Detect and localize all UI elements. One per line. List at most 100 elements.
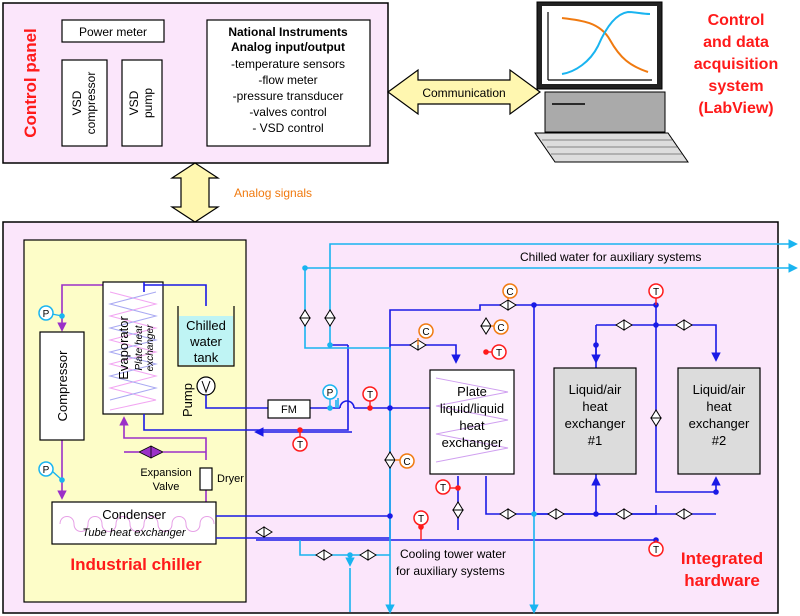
daq-title: Control and data acquisition system (Lab… — [694, 12, 778, 117]
pressure-sensor: P — [38, 461, 63, 481]
svg-text:C: C — [497, 323, 504, 334]
svg-text:T: T — [653, 287, 659, 298]
temperature-sensor: T — [413, 510, 429, 540]
hx2-label-line2: heat — [706, 399, 732, 414]
expansion-valve-label-line1: Expansion — [140, 467, 191, 479]
svg-text:C: C — [403, 457, 410, 468]
chilled-water-tank — [179, 316, 233, 365]
svg-text:VSD: VSD — [70, 90, 84, 115]
valve-icon — [480, 317, 492, 335]
svg-text:T: T — [440, 483, 446, 494]
pressure-sensor: P — [322, 384, 338, 408]
plate-hx-label-line1: Plate — [457, 384, 487, 399]
analog-signals-label: Analog signals — [234, 186, 312, 200]
svg-text:T: T — [297, 440, 303, 451]
temperature-sensor: T — [292, 430, 308, 452]
valve-icon — [324, 309, 336, 327]
valve-icon — [452, 501, 464, 519]
valve-icon — [615, 508, 633, 520]
condenser-coil — [59, 516, 215, 532]
evaporator-box — [102, 281, 164, 415]
svg-text:T: T — [496, 348, 502, 359]
svg-text:Plate heat: Plate heat — [134, 324, 145, 370]
temperature-sensor: T — [362, 386, 378, 408]
ni-io-box — [206, 19, 371, 147]
control-sensor: C — [395, 453, 415, 469]
valve-icon — [359, 549, 377, 561]
liquid-air-hx1-box — [553, 367, 637, 475]
dryer-icon — [199, 467, 213, 491]
analog-signals-arrow — [169, 162, 221, 223]
condenser-label: Condenser — [102, 507, 166, 522]
liquid-air-hx2-box — [677, 367, 761, 475]
svg-text:acquisition: acquisition — [694, 56, 778, 73]
chilled-water-aux-label: Chilled water for auxiliary systems — [520, 250, 701, 264]
flow-meter-label: FM — [281, 404, 297, 416]
control-sensor: C — [417, 323, 434, 345]
valve-icon — [384, 451, 396, 469]
svg-text:P: P — [327, 388, 334, 399]
communication-arrow — [386, 68, 542, 116]
hx2-label-line3: exchanger — [689, 416, 750, 431]
power-meter-label: Power meter — [79, 25, 147, 39]
vsd-compressor-label: VSD compressor — [70, 72, 98, 135]
svg-text:system: system — [708, 78, 763, 95]
integrated-hardware-title-line2: hardware — [684, 571, 760, 590]
plate-hx-label-line3: heat — [459, 418, 485, 433]
hx1-label-line1: Liquid/air — [569, 382, 622, 397]
valve-icon — [315, 549, 333, 561]
ni-item: -flow meter — [258, 73, 317, 87]
refrigerant-loop — [57, 284, 207, 513]
control-sensor: C — [502, 283, 518, 300]
plate-hx-label-line4: exchanger — [442, 435, 503, 450]
svg-text:Control: Control — [708, 12, 765, 29]
tank-label-line3: tank — [194, 350, 219, 365]
svg-text:C: C — [422, 327, 429, 338]
evaporator-zigzag-2 — [108, 291, 158, 401]
vsd-pump-box — [121, 59, 163, 147]
hx2-label-line1: Liquid/air — [693, 382, 746, 397]
plate-hx-zigzag — [435, 377, 509, 463]
svg-text:T: T — [418, 514, 424, 525]
hx1-label-line2: heat — [582, 399, 608, 414]
hx1-label-line4: #1 — [588, 433, 602, 448]
pump-glyph — [201, 380, 211, 394]
cooling-water-aux-label-line2: for auxiliary systems — [396, 564, 505, 578]
ni-item: -valves control — [249, 105, 326, 119]
temperature-sensor: T — [648, 283, 664, 305]
compressor-box — [39, 331, 85, 441]
ni-item: - VSD control — [252, 121, 323, 135]
integrated-hardware-title-line1: Integrated — [681, 549, 763, 568]
dryer-label: Dryer — [217, 473, 244, 485]
condenser-box — [51, 501, 217, 545]
expansion-valve-icon — [138, 445, 164, 459]
ni-title-line2: Analog input/output — [231, 40, 345, 54]
plate-hx-label-line2: liquid/liquid — [440, 401, 504, 416]
ni-item: -temperature sensors — [231, 57, 345, 71]
vsd-compressor-box — [61, 59, 108, 147]
tank-label-line2: water — [189, 334, 222, 349]
computer-icon — [534, 1, 689, 163]
ni-item: -pressure transducer — [233, 89, 344, 103]
ni-title-line1: National Instruments — [228, 25, 348, 39]
valve-icon — [499, 508, 517, 520]
evaporator-zigzag — [108, 291, 158, 411]
compressor-label: Compressor — [55, 350, 70, 421]
pressure-sensor: P — [38, 305, 63, 321]
control-panel-title: Control panel — [21, 28, 40, 138]
power-meter-box — [61, 19, 165, 43]
temperature-sensor: T — [435, 479, 458, 495]
valve-icon — [299, 309, 311, 327]
svg-text:Evaporator: Evaporator — [116, 316, 131, 380]
valve-icon — [499, 299, 517, 311]
svg-text:P: P — [43, 309, 50, 320]
temperature-sensor: T — [648, 540, 664, 557]
control-sensor: C — [491, 319, 509, 335]
svg-text:exchanger: exchanger — [145, 324, 156, 371]
svg-text:(LabView): (LabView) — [698, 100, 773, 117]
vsd-pump-label: VSD pump — [127, 88, 155, 118]
svg-text:VSD: VSD — [127, 90, 141, 115]
flow-meter-box — [267, 399, 311, 419]
